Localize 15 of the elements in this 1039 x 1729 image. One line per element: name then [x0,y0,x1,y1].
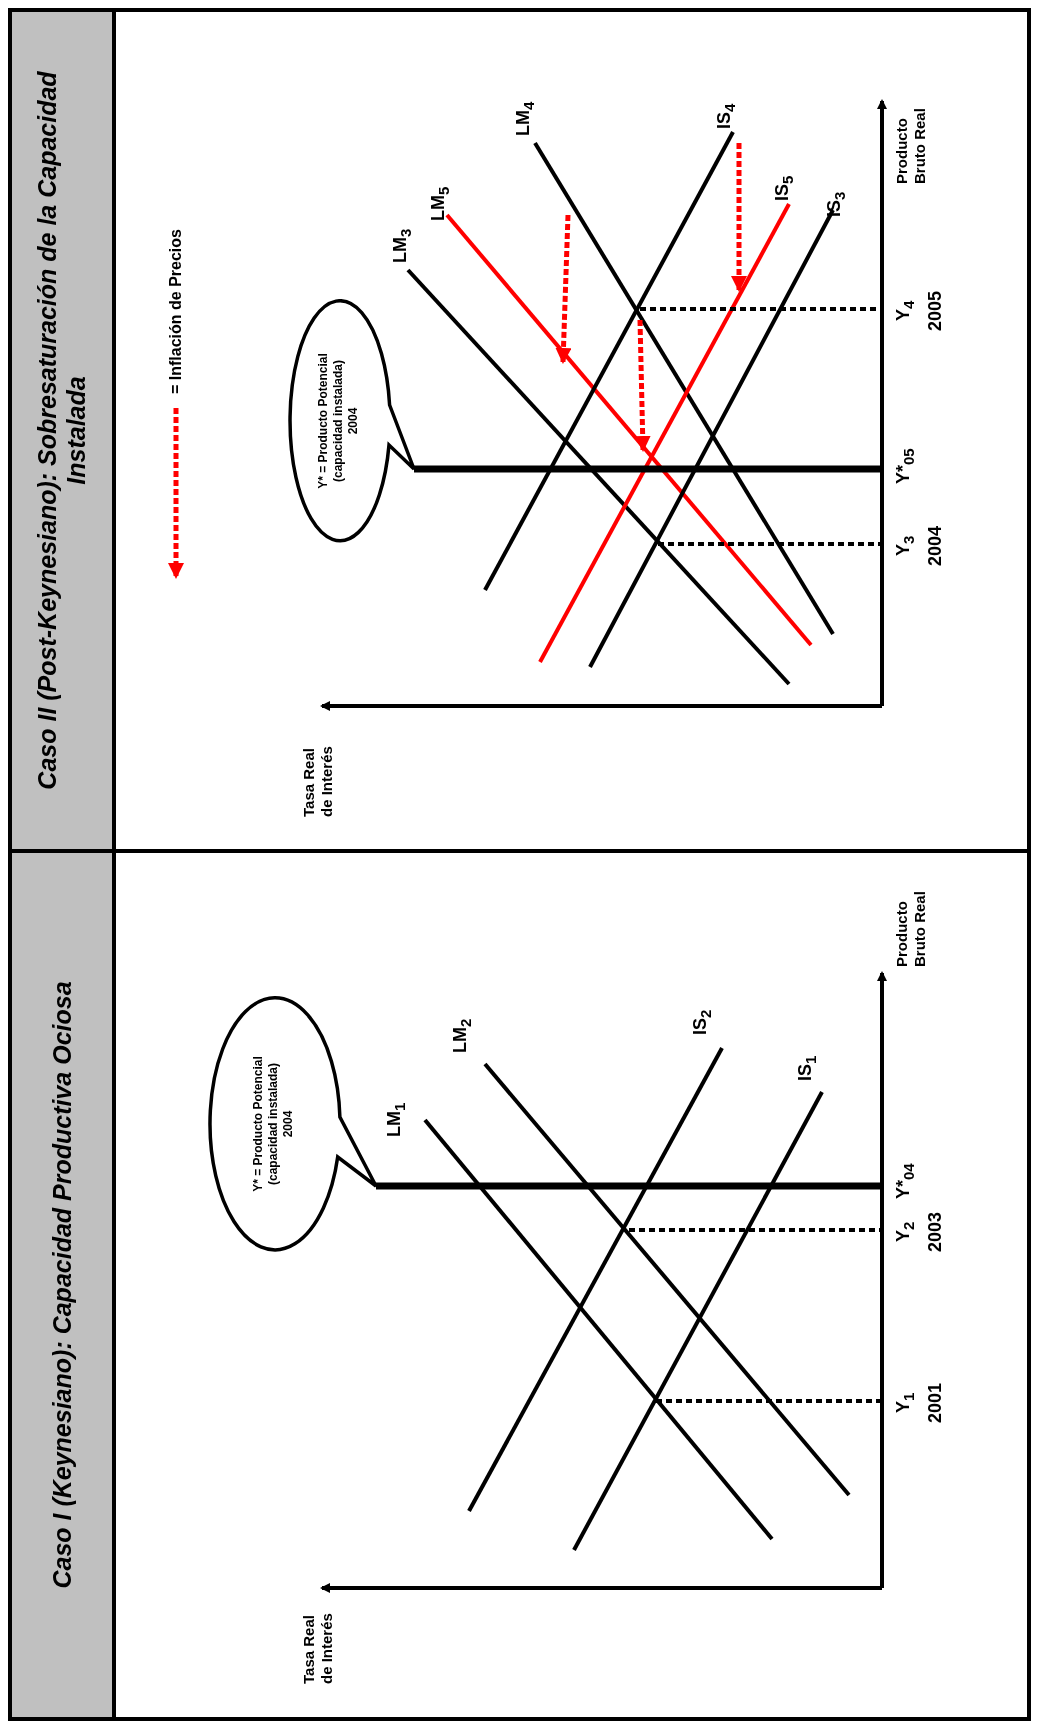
callout-text: Y* = Producto Potencial (capacidad instalada) 2004 [316,352,361,491]
legend-text: = Inflación de Precios [166,229,185,394]
axis-label: Tasa Real de Interés [300,1612,336,1684]
speech-bubble [288,299,416,543]
year-label: 2005 [925,290,946,331]
year-label: 2001 [925,1382,946,1423]
axis-label: Tasa Real de Interés [300,745,336,817]
year-label: 2003 [925,1211,946,1252]
year-label: 2004 [925,525,946,566]
panel-title: Caso II (Post-Keynesiano): Sobresaturación de la Capacidad Instalada [12,12,116,849]
axis-label: Producto Bruto Real [893,890,929,967]
panel-title: Caso I (Keynesiano): Capacidad Productiva Ociosa [12,853,116,1717]
callout-text: Y* = Producto Potencial (capacidad instalada) 2004 [251,1055,296,1194]
speech-bubble [208,996,378,1252]
axis-label: Producto Bruto Real [893,107,929,184]
